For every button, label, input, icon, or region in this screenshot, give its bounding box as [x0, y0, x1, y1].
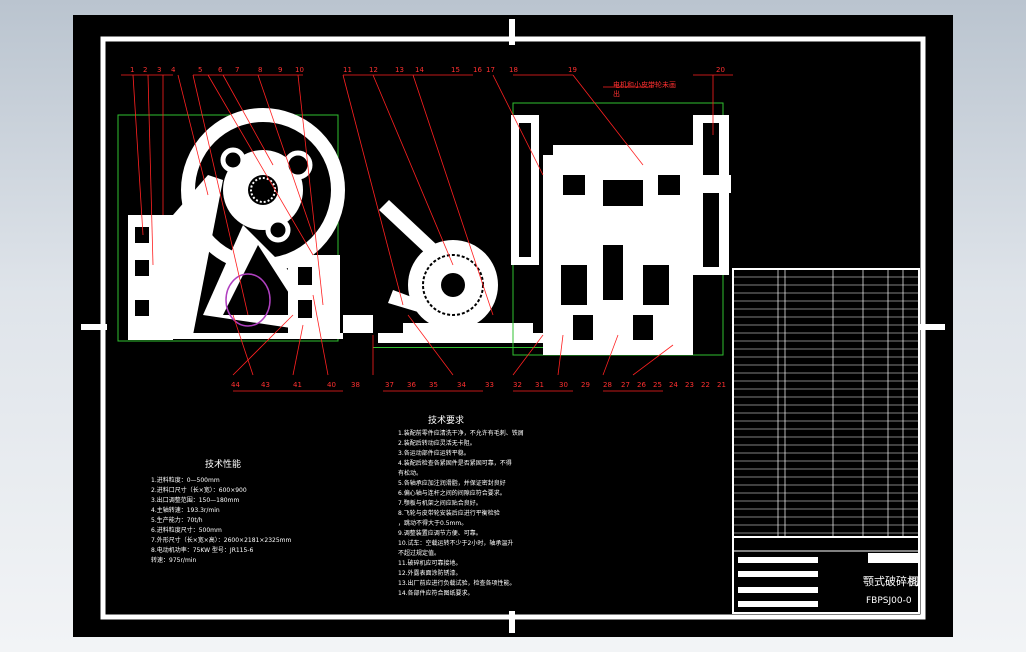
- requirement-item: 1.装配前零件应清洗干净，不允许有毛刺、铁屑: [398, 429, 524, 437]
- requirement-item: 6.偏心轴与连杆之间的间隙应符合要求。: [398, 489, 506, 497]
- callout-18: 18: [509, 66, 518, 74]
- callout-7: 7: [235, 66, 239, 74]
- callout-2: 2: [143, 66, 147, 74]
- callout-33: 33: [485, 381, 494, 389]
- performance-item: 7.外形尺寸（长×宽×高）：2600×2181×2325mm: [151, 536, 291, 544]
- callouts-top: 1 2 3 4 5 6 7 8 9 10 11 12 13 14 15 16 1…: [130, 66, 725, 98]
- center-mark-bottom: [509, 611, 515, 633]
- requirement-item: 7.颚板与机架之间应贴合良好。: [398, 499, 482, 507]
- requirement-item: 10.试车：空载运转不少于2小时，轴承温升: [398, 539, 513, 547]
- callout-14: 14: [415, 66, 424, 74]
- drawing-canvas: 1 2 3 4 5 6 7 8 9 10 11 12 13 14 15 16 1…: [81, 19, 945, 633]
- callout-12: 12: [369, 66, 378, 74]
- requirement-item: 不超过规定值。: [398, 549, 440, 557]
- callout-38: 38: [351, 381, 360, 389]
- performance-heading: 技术性能: [205, 458, 241, 470]
- callout-40: 40: [327, 381, 336, 389]
- callout-30: 30: [559, 381, 568, 389]
- callout-44: 44: [231, 381, 240, 389]
- performance-item: 2.进料口尺寸（长×宽）：600×900: [151, 486, 247, 494]
- requirement-item: ，跳动不得大于0.5mm。: [398, 519, 467, 527]
- callout-23: 23: [685, 381, 694, 389]
- callout-25: 25: [653, 381, 662, 389]
- drawing-name-suffix: 图: [909, 576, 919, 588]
- callout-11: 11: [343, 66, 352, 74]
- callout-13: 13: [395, 66, 404, 74]
- callout-4: 4: [171, 66, 176, 74]
- callout-35: 35: [429, 381, 438, 389]
- callout-16: 16: [473, 66, 482, 74]
- callout-1: 1: [130, 66, 134, 74]
- callout-37: 37: [385, 381, 394, 389]
- callout-31: 31: [535, 381, 544, 389]
- requirement-item: 5.各轴承应加注润滑脂，并保证密封良好: [398, 479, 506, 487]
- drawing-name: 颚式破碎机: [863, 574, 918, 588]
- callout-20: 20: [716, 66, 725, 74]
- requirement-item: 13.出厂前应进行负载试验，检查各项性能。: [398, 579, 516, 587]
- requirements-heading: 技术要求: [428, 414, 464, 426]
- drawing-number: FBPSJ00-0: [866, 596, 912, 606]
- callout-5: 5: [198, 66, 202, 74]
- requirement-item: 14.各部件应符合图纸要求。: [398, 589, 474, 597]
- callout-41: 41: [293, 381, 302, 389]
- callout-24: 24: [669, 381, 678, 389]
- requirement-item: 9.调整装置应调节方便、可靠。: [398, 529, 482, 537]
- callout-21: 21: [717, 381, 726, 389]
- performance-item: 3.出口调整范围：150—180mm: [151, 496, 239, 504]
- title-block: 颚式破碎机 图 FBPSJ00-0: [732, 536, 920, 614]
- center-mark-top: [509, 19, 515, 45]
- drawing-sheet: 1 2 3 4 5 6 7 8 9 10 11 12 13 14 15 16 1…: [73, 15, 953, 637]
- callout-32: 32: [513, 381, 522, 389]
- callout-36: 36: [407, 381, 416, 389]
- center-mark-right: [919, 324, 945, 330]
- callout-34: 34: [457, 381, 466, 389]
- callout-6: 6: [218, 66, 223, 74]
- callout-19: 19: [568, 66, 577, 74]
- callout-27: 27: [621, 381, 630, 389]
- leader-lines: [121, 74, 733, 392]
- performance-item: 8.电动机功率：75KW 型号：JR115-6: [151, 546, 253, 554]
- crusher-top-view: [511, 102, 731, 356]
- requirement-item: 有松动。: [398, 469, 422, 477]
- performance-block: 技术性能 1.进料粒度：0—500mm 2.进料口尺寸（长×宽）：600×900…: [151, 458, 291, 564]
- requirements-block: 技术要求 1.装配前零件应清洗干净，不允许有毛刺、铁屑 2.装配后转动应灵活无卡…: [398, 414, 524, 597]
- performance-item: 5.生产能力：70t/h: [151, 516, 203, 524]
- callout-3: 3: [157, 66, 161, 74]
- callout-15: 15: [451, 66, 460, 74]
- requirement-item: 12.外露表面涂防锈漆。: [398, 569, 462, 577]
- requirement-item: 2.装配后转动应灵活无卡阻。: [398, 439, 476, 447]
- center-mark-left: [81, 324, 107, 330]
- requirement-item: 11.破碎机应可靠接地。: [398, 559, 462, 567]
- callout-26: 26: [637, 381, 646, 389]
- requirement-item: 8.飞轮与皮带轮安装后应进行平衡检验: [398, 509, 500, 517]
- motor-note-line1: 电机和小皮带轮未画: [613, 80, 676, 89]
- performance-item: 4.主轴转速：193.3r/min: [151, 506, 220, 514]
- performance-item: 6.进料粒度尺寸：500mm: [151, 526, 222, 534]
- performance-item: 1.进料粒度：0—500mm: [151, 476, 220, 484]
- callout-43: 43: [261, 381, 270, 389]
- requirement-item: 4.装配后检查各紧固件是否紧固可靠，不得: [398, 459, 512, 467]
- callouts-bottom: 44 43 41 40 38 37 36 35 34 33 32 31 30 2…: [231, 381, 726, 389]
- parts-list-table: [732, 268, 920, 538]
- callout-9: 9: [278, 66, 282, 74]
- callout-28: 28: [603, 381, 612, 389]
- callout-22: 22: [701, 381, 710, 389]
- callout-10: 10: [295, 66, 304, 74]
- callout-8: 8: [258, 66, 262, 74]
- callout-29: 29: [581, 381, 590, 389]
- callout-17: 17: [486, 66, 495, 74]
- requirement-item: 3.各运动部件应运转平稳。: [398, 449, 470, 457]
- performance-item: 转速：975r/min: [151, 556, 196, 564]
- motor-note-line2: 出: [613, 89, 620, 98]
- crusher-side-view: [117, 108, 373, 342]
